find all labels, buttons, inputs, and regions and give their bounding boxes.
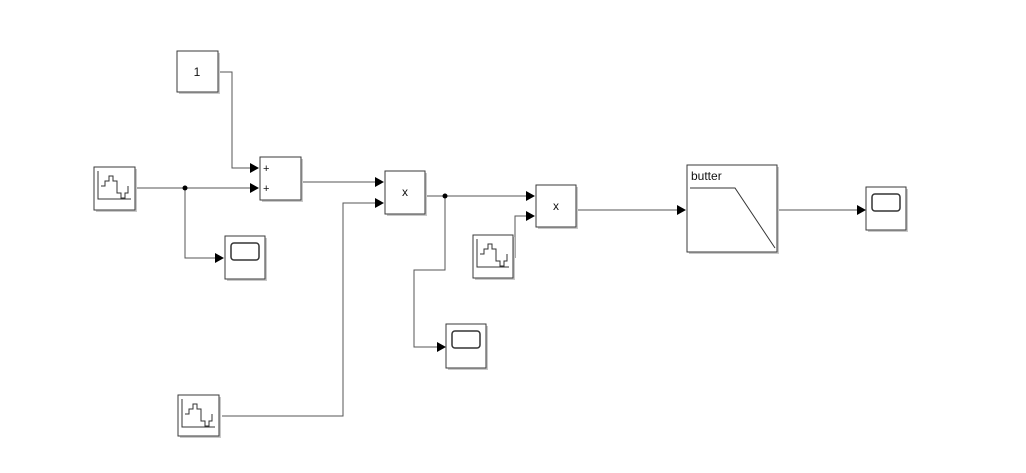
arrowhead — [526, 191, 535, 201]
product-block-1[interactable]: x — [384, 170, 427, 216]
scope-block-2[interactable] — [445, 323, 488, 370]
branch-junction — [442, 193, 448, 199]
scope-block-3[interactable] — [865, 186, 908, 232]
arrowhead — [857, 205, 866, 215]
constant-block[interactable]: 1 — [176, 50, 220, 94]
branch-junction — [182, 185, 188, 191]
wire-arrowheads — [215, 163, 866, 352]
scope-icon — [871, 193, 901, 212]
signal-source-block-3[interactable] — [177, 394, 221, 438]
butter-label: butter — [691, 169, 722, 183]
butter-filter-block[interactable]: butter — [686, 164, 779, 254]
sum-block[interactable]: + + — [259, 156, 303, 202]
arrowhead — [677, 205, 686, 215]
wire-source3-to-product1[interactable] — [222, 202, 375, 417]
lowpass-filter-icon — [690, 187, 776, 249]
signal-generator-icon — [97, 171, 131, 200]
signal-generator-icon — [181, 399, 215, 428]
signal-source-block-1[interactable] — [93, 166, 137, 212]
arrowhead — [437, 342, 446, 352]
sum-sign-1: + — [263, 163, 269, 175]
wire-constant-to-sum[interactable] — [218, 71, 250, 169]
arrowhead — [215, 253, 224, 263]
product-operator: x — [553, 199, 559, 213]
constant-value: 1 — [194, 65, 201, 79]
wire-source1-to-scope1[interactable] — [184, 188, 215, 259]
signal-generator-icon — [476, 239, 509, 268]
sum-sign-2: + — [263, 183, 269, 195]
product-block-2[interactable]: x — [535, 184, 578, 229]
arrowhead — [375, 177, 384, 187]
arrowhead — [250, 163, 259, 173]
wire-product1-to-scope2[interactable] — [413, 196, 446, 348]
arrowhead — [375, 198, 384, 208]
scope-block-1[interactable] — [224, 235, 267, 281]
signal-source-block-2[interactable] — [472, 234, 515, 280]
wire-source2-to-product2[interactable] — [514, 215, 526, 258]
product-operator: x — [402, 185, 408, 199]
arrowhead — [250, 183, 259, 193]
scope-icon — [230, 242, 260, 261]
arrowhead — [526, 211, 535, 221]
scope-icon — [451, 330, 481, 349]
